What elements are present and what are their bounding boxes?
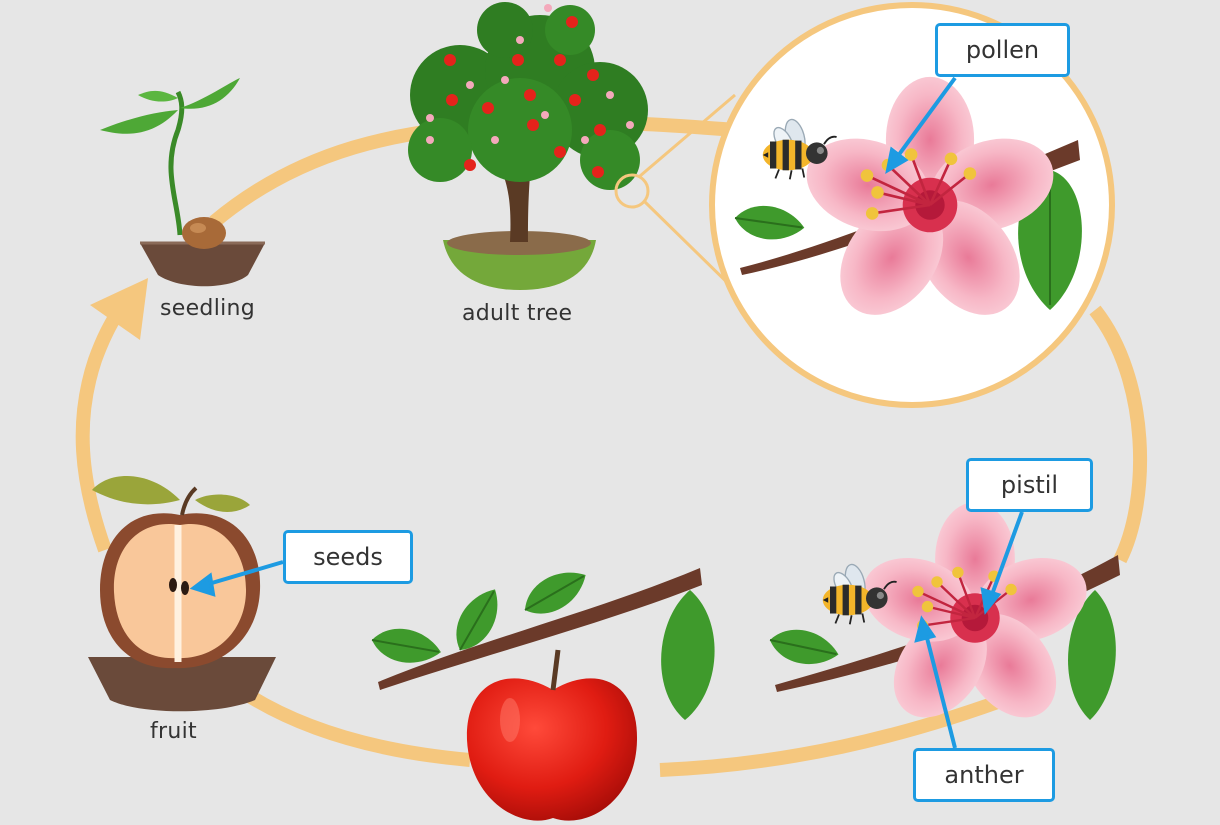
seedling-icon <box>100 78 265 287</box>
callout-seeds: seeds <box>283 530 413 584</box>
stage-label-fruit: fruit <box>150 719 197 744</box>
apple-half-icon <box>88 476 276 712</box>
flower-icon <box>765 500 1120 737</box>
apple-tree-icon <box>408 2 648 290</box>
magnifier-circle <box>709 2 1115 408</box>
stage-label-adult-tree: adult tree <box>462 301 573 326</box>
pointer-arrows <box>189 76 1024 749</box>
apple-icon <box>368 559 715 821</box>
callout-anther: anther <box>913 748 1055 802</box>
callout-pistil: pistil <box>966 458 1093 512</box>
callout-pollen: pollen <box>935 23 1070 77</box>
stage-label-seedling: seedling <box>160 296 256 321</box>
